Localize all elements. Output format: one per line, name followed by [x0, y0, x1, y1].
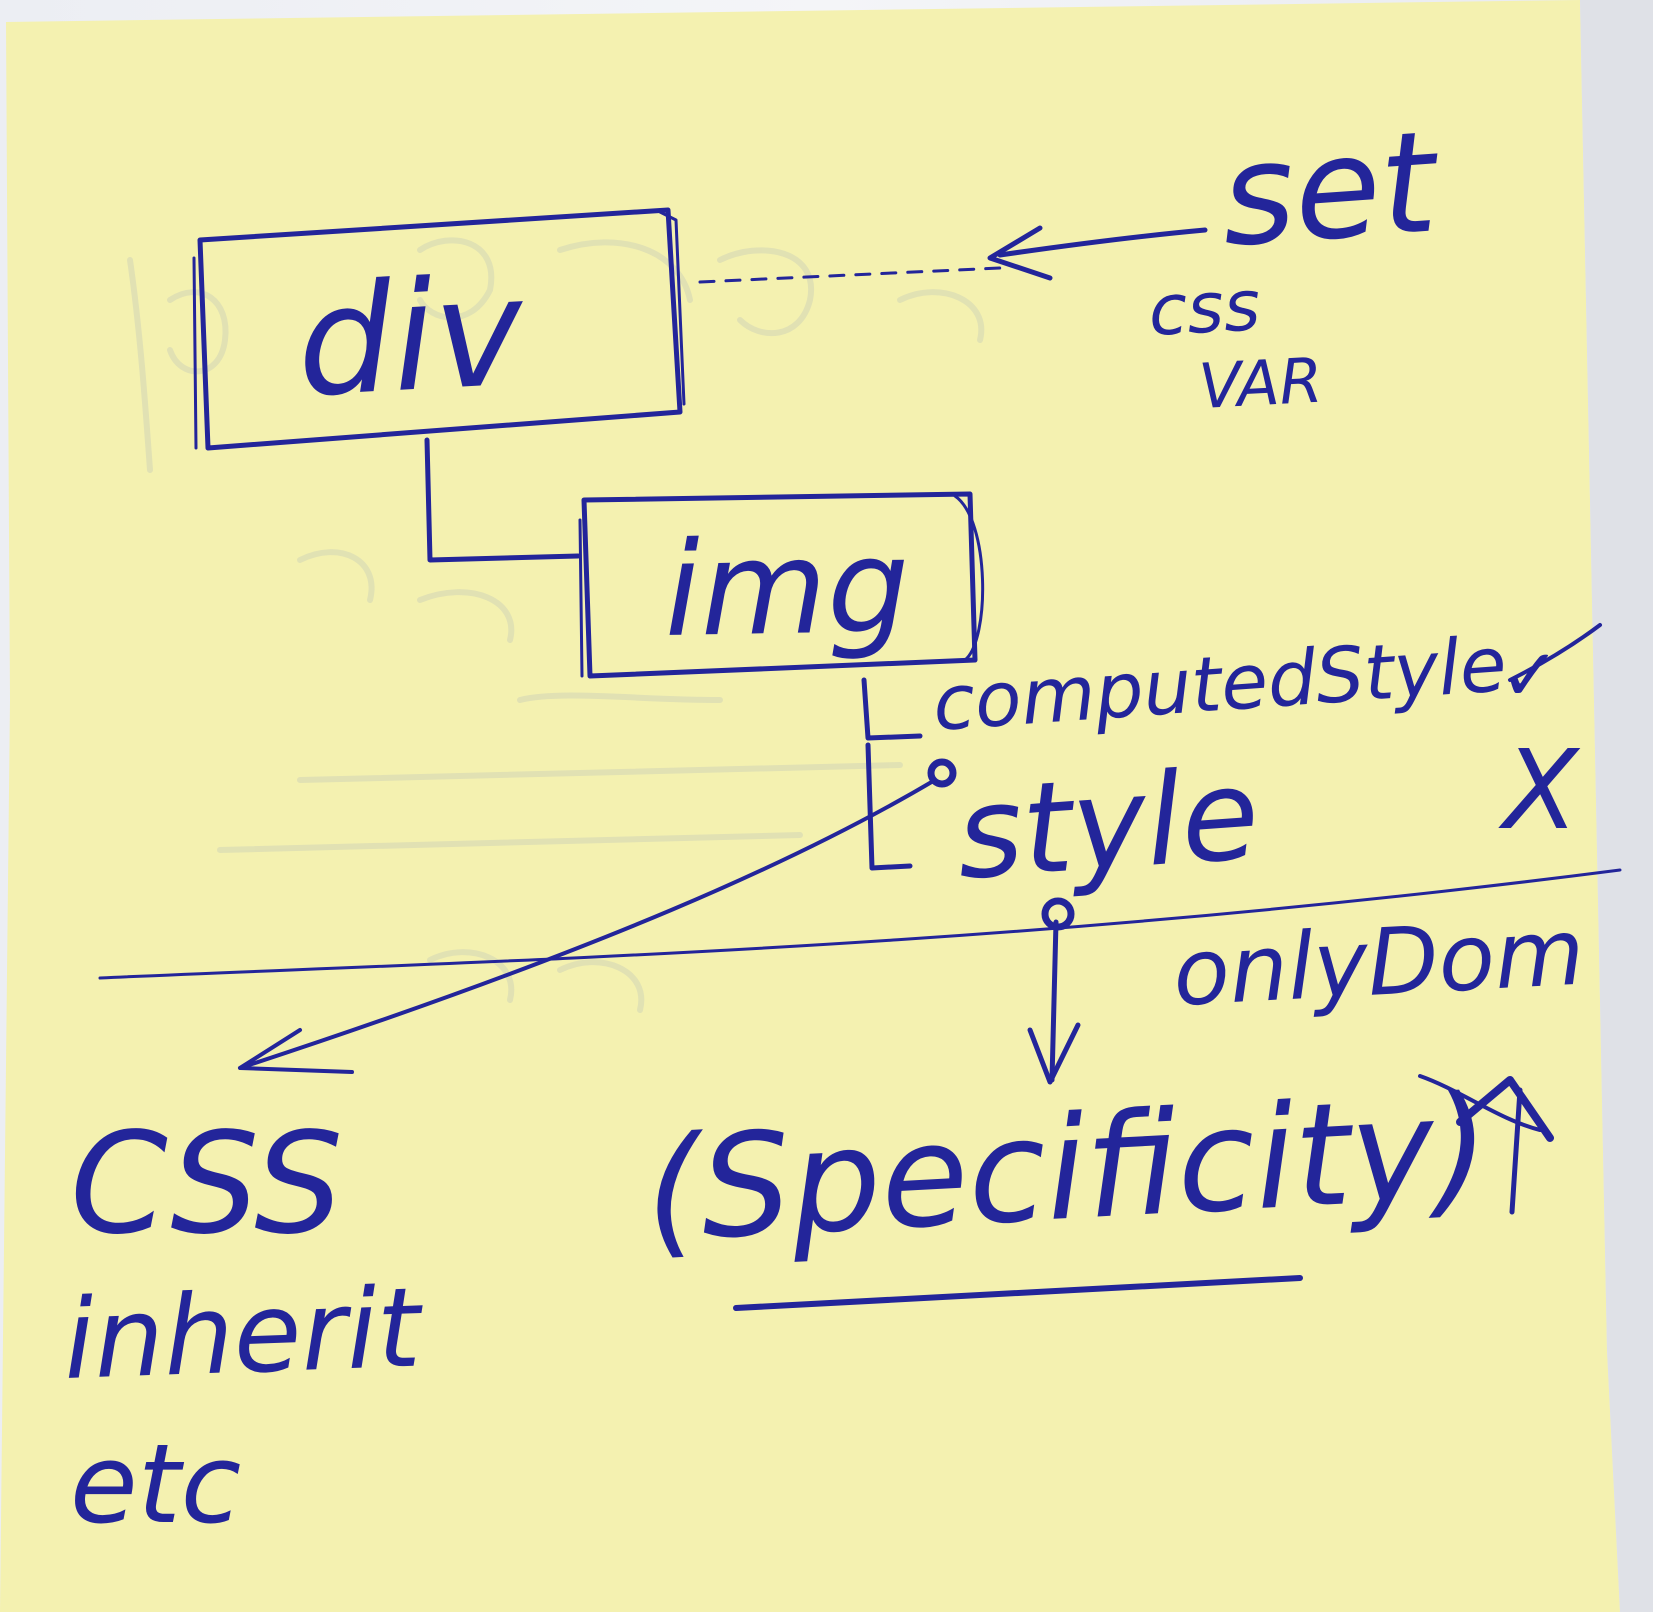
divider-line-lower [98, 868, 1622, 980]
img-to-computed-branch [861, 677, 923, 741]
ghost-ink [127, 237, 985, 1013]
specificity-up-arrowhead [1456, 1076, 1554, 1142]
div-to-img-connector [424, 437, 581, 563]
style-label: style [952, 740, 1264, 908]
set-arrowhead [987, 225, 1053, 281]
img-to-style-branch [865, 742, 913, 871]
css-inherit-label-line3: etc [70, 1420, 241, 1548]
specificity-up-arrow-scribble [1418, 1074, 1542, 1132]
specificity-underline [733, 1275, 1303, 1311]
css-inherit-label-line2: inherit [61, 1263, 426, 1404]
style-to-specificity-arrowhead [1027, 1022, 1081, 1085]
computed-to-inherit-arrowhead [238, 1028, 354, 1074]
style-cross-mark: X [1498, 726, 1581, 854]
css-inherit-label-line1: CSS [70, 1103, 343, 1266]
div-node-box-inner [192, 210, 686, 450]
div-node-box [197, 207, 683, 451]
node-img-label: img [663, 510, 911, 666]
style-to-specificity-arrow [1049, 919, 1059, 1083]
set-label: set [1216, 101, 1446, 279]
check-mark-tail [1508, 623, 1602, 682]
img-node-box [581, 491, 978, 679]
computed-style-check-mark: ✓ [1500, 633, 1560, 717]
only-dom-label: onlyDom [1171, 899, 1587, 1027]
css-var-label-line1: css [1147, 264, 1263, 352]
img-node-box-cap [578, 494, 985, 678]
specificity-up-arrow [1509, 1087, 1523, 1215]
set-arrow [997, 227, 1208, 258]
computed-to-inherit-arrow [238, 778, 937, 1070]
sticky-note-shadow-edge [1580, 0, 1653, 1612]
diagram-strokes [98, 207, 1622, 1311]
css-var-label-line2: VAR [1197, 344, 1324, 423]
computed-style-dot [927, 758, 957, 788]
node-div-label: div [293, 245, 530, 431]
